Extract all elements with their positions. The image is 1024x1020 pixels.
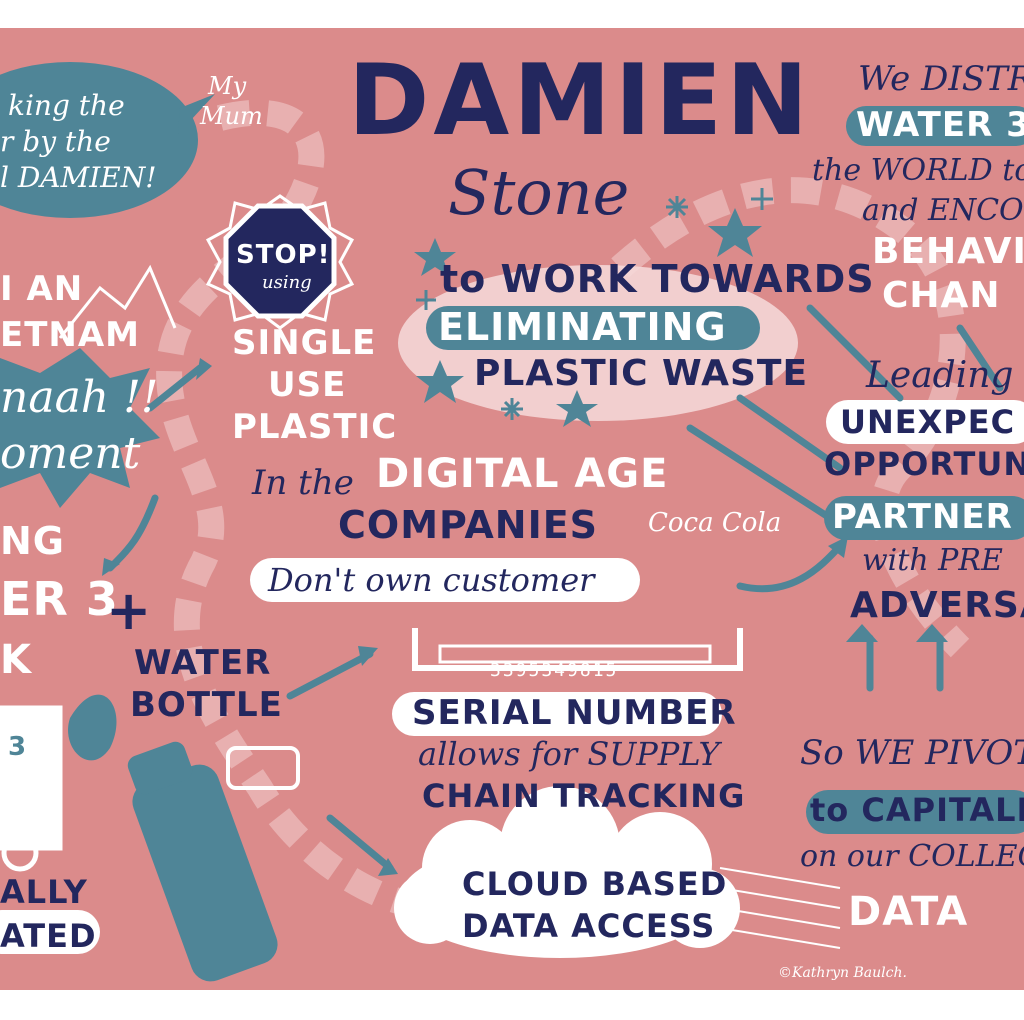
distribute-line-5: BEHAVI	[872, 231, 1024, 272]
speech-bubble-tail	[178, 94, 215, 134]
partner-pill	[824, 496, 1024, 540]
water-bottle-line-1: WATER	[134, 643, 272, 683]
capitalise-pill	[806, 790, 1024, 834]
decoration-layer	[0, 62, 1024, 982]
water3-line-1: NG	[0, 519, 65, 563]
unexpected-pill	[826, 400, 1024, 444]
data-rays	[719, 867, 841, 949]
water3-line-2: ER 3	[0, 572, 119, 626]
cloud-shape	[394, 786, 740, 958]
serial-pill	[392, 692, 722, 736]
mission-line-3: PLASTIC WASTE	[474, 353, 809, 394]
pivot-line-1: So WE PIVOT	[800, 733, 1024, 773]
digital-line-3: Don't own customer	[268, 561, 595, 599]
title-last-name: Stone	[448, 156, 630, 229]
digital-line-1-script: In the	[252, 463, 354, 503]
arrow-group	[106, 304, 1004, 872]
located-line-2: ATED	[0, 917, 97, 955]
cloud-line-2: DATA ACCESS	[462, 907, 716, 945]
single-use-line-2: USE	[268, 365, 347, 405]
serial-title: SERIAL NUMBER	[412, 693, 737, 733]
pivot-line-2: to CAPITALIS	[810, 791, 1024, 829]
water3-line-3: K	[0, 637, 32, 683]
aha-burst	[0, 348, 160, 508]
chalk-road-left	[156, 99, 441, 921]
cloud-line-1: CLOUD BASED	[462, 865, 728, 903]
cart-drawing	[0, 705, 63, 872]
located-line-1: ALLY	[0, 873, 88, 911]
distribute-line-4: and ENCOU	[862, 193, 1024, 228]
partners-line-3: ADVERSA	[850, 585, 1024, 626]
aha-line-1: naah !!	[0, 372, 159, 423]
barcode-strip	[438, 644, 712, 664]
single-use-line-1: SINGLE	[232, 323, 377, 363]
distribute-line-2: WATER 3	[856, 105, 1024, 145]
distribute-line-6: CHAN	[882, 275, 1001, 316]
sparkle-group	[416, 188, 773, 420]
pivot-line-4: DATA	[848, 889, 969, 935]
star-group	[414, 208, 762, 427]
speech-bubble-line-3: l DAMIEN!	[0, 161, 157, 194]
cart-label: 3	[8, 732, 28, 762]
stop-sign-shape	[223, 203, 337, 319]
pivot-line-3: on our COLLEC	[800, 839, 1024, 874]
partners-line-2: with PRE	[862, 543, 1003, 578]
stop-using: using	[262, 272, 312, 293]
speech-bubble-line-1: king the	[8, 89, 125, 122]
dont-own-pill	[250, 558, 640, 602]
partners-line-1: PARTNER	[832, 497, 1013, 537]
distribute-line-1: We DISTR	[858, 59, 1024, 99]
device-sketch	[226, 746, 300, 790]
serial-line-3: CHAIN TRACKING	[422, 777, 746, 815]
arrowheads	[102, 358, 948, 876]
mission-line-1: to WORK TOWARDS	[440, 257, 875, 301]
my-label: My	[208, 72, 247, 100]
coca-cola-logo: Coca Cola	[648, 508, 782, 538]
mum-label: Mum	[200, 102, 263, 130]
plus-sign: +	[106, 579, 153, 642]
water-bottle-drawing	[68, 694, 278, 982]
digital-line-1-caps: DIGITAL AGE	[376, 451, 669, 497]
leading-line-1: Leading	[866, 355, 1014, 396]
distribute-line-3: the WORLD to	[812, 153, 1024, 188]
digital-line-2: COMPANIES	[338, 503, 599, 547]
leading-line-3: OPPORTUN	[824, 445, 1024, 483]
artist-signature: ©Kathryn Baulch.	[778, 965, 907, 981]
eliminating-pill	[426, 306, 760, 350]
title-first-name: DAMIEN	[348, 44, 813, 158]
stop-burst	[205, 194, 355, 330]
mountain-sketch	[58, 264, 177, 339]
trip-line-1: I AN	[0, 269, 84, 309]
leading-line-2: UNEXPEC	[840, 403, 1016, 441]
barcode-bracket	[412, 628, 743, 671]
stop-word: STOP!	[236, 240, 331, 270]
sketchnote-canvas: king the r by the l DAMIEN! My Mum DAMIE…	[0, 28, 1024, 990]
single-use-line-3: PLASTIC	[232, 407, 398, 447]
water-bottle-line-2: BOTTLE	[130, 685, 283, 725]
speech-bubble-line-2: r by the	[0, 125, 111, 158]
serial-line-2: allows for SUPPLY	[418, 735, 720, 773]
aha-line-2: oment	[0, 428, 141, 479]
serial-code: 3395349815	[490, 660, 619, 681]
located-pill	[0, 910, 100, 954]
speech-bubble-shape	[0, 62, 198, 218]
trip-line-2: ETNAM	[0, 315, 141, 355]
mission-line-2: ELIMINATING	[438, 305, 727, 349]
water3-right-pill	[846, 106, 1024, 146]
chalk-road-right	[611, 177, 970, 658]
